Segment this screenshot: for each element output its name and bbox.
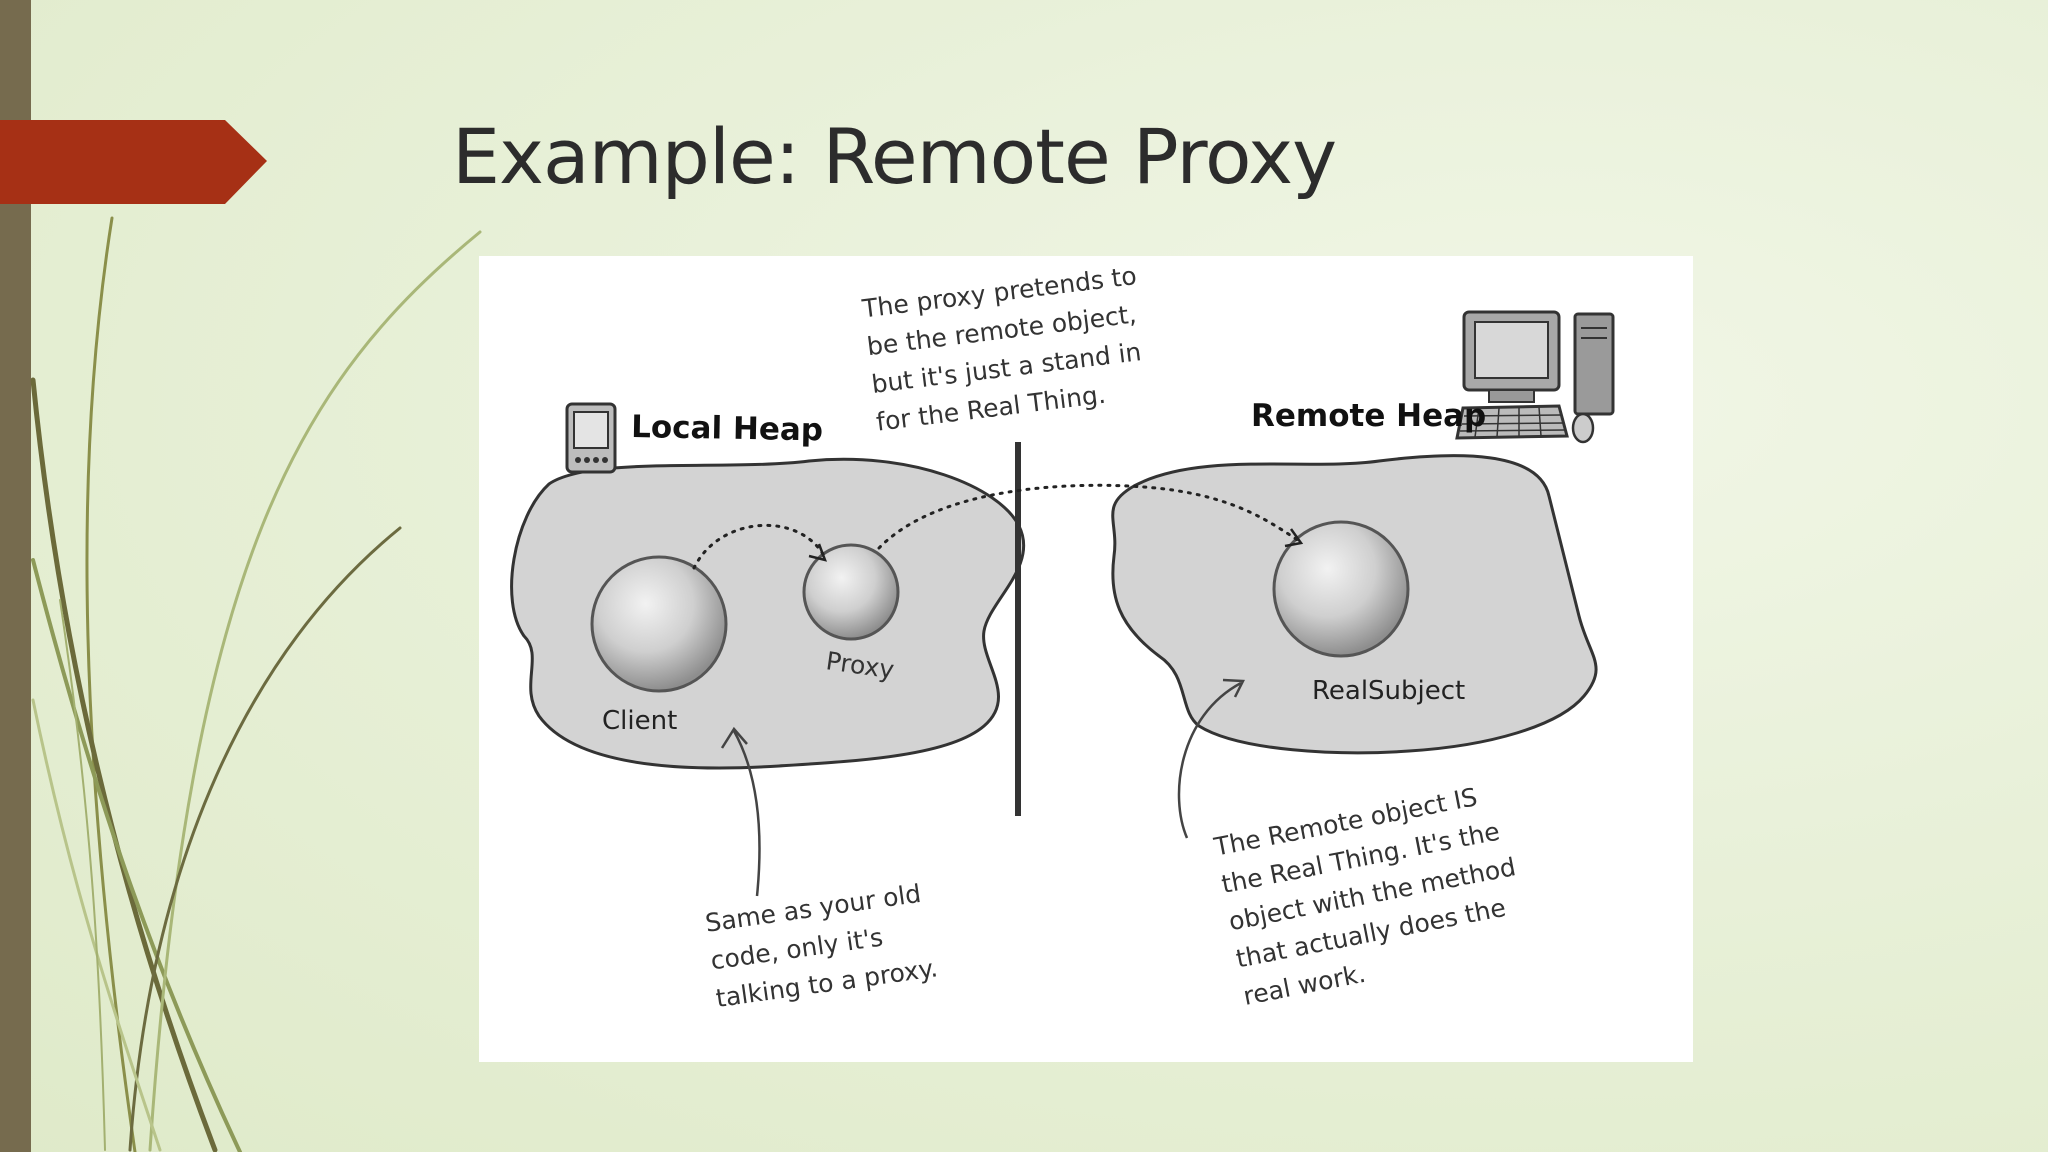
pda-icon <box>565 402 617 474</box>
remote-note: The Remote object IS the Real Thing. It'… <box>1211 782 1518 1011</box>
arrowhead <box>1222 678 1245 698</box>
arrowhead <box>808 543 828 562</box>
proxy-sphere <box>802 543 900 641</box>
client-sphere <box>590 555 728 693</box>
remote-proxy-diagram: Local Heap Remote Heap Client Proxy Real… <box>479 256 1693 1062</box>
client-note-line: Same as your old <box>703 879 922 938</box>
remote-note-arrow <box>1177 681 1242 839</box>
client-to-proxy-arrow <box>692 523 826 570</box>
arrowhead <box>1284 528 1304 548</box>
real-subject-label: RealSubject <box>1312 676 1465 706</box>
client-label: Client <box>602 706 677 736</box>
desktop-computer-icon <box>1455 310 1615 444</box>
proxy-to-remote-arrow <box>877 483 1301 550</box>
remote-heap-label: Remote Heap <box>1251 398 1486 434</box>
local-heap-label: Local Heap <box>631 409 823 448</box>
slide-title: Example: Remote Proxy <box>452 112 1337 201</box>
proxy-note: The proxy pretends to be the remote obje… <box>860 261 1143 437</box>
client-note: Same as your old code, only it's talking… <box>703 879 939 1013</box>
local-heap-blob <box>510 457 1026 770</box>
client-note-arrow <box>732 730 761 897</box>
arrowhead <box>720 726 748 749</box>
real-subject-sphere <box>1272 520 1410 658</box>
